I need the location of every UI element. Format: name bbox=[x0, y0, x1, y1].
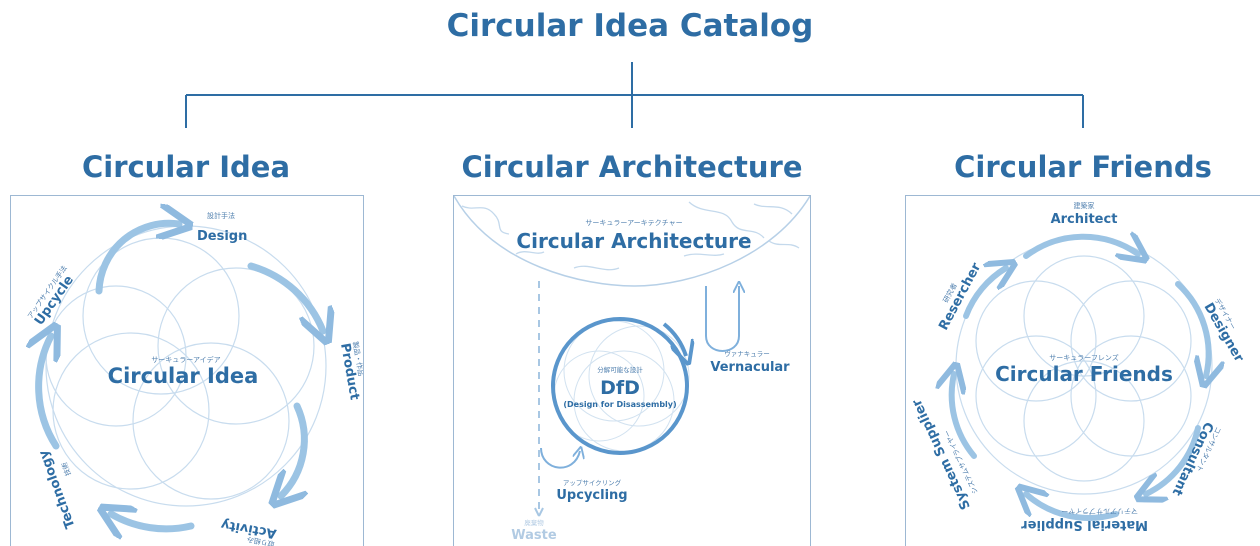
heading-circular-idea: Circular Idea bbox=[81, 150, 291, 184]
label-circular-architecture: Circular Architecture bbox=[516, 229, 751, 253]
node-design: Design bbox=[197, 229, 247, 244]
design-sub: 設計手法 bbox=[207, 211, 235, 220]
node-technology: Technology bbox=[36, 447, 78, 530]
panel-circular-architecture[interactable]: サーキュラーアーキテクチャー Circular Architecture 分解可… bbox=[453, 195, 811, 546]
label-waste: Waste bbox=[511, 528, 557, 543]
center-sub: サーキュラーフレンズ bbox=[1049, 353, 1118, 362]
label-dfd-paren: (Design for Disassembly) bbox=[563, 400, 676, 409]
node-system-supplier: System Supplier bbox=[909, 396, 974, 512]
node-material-supplier: Material Supplier bbox=[1021, 517, 1148, 532]
circular-friends-diagram: 建築家 Architect デザイナー Designer コンサルタント Con… bbox=[909, 201, 1246, 532]
node-architect: Architect bbox=[1051, 212, 1118, 227]
upcycling-sub: アップサイクリング bbox=[563, 478, 622, 487]
page-title: Circular Idea Catalog bbox=[446, 8, 814, 44]
circular-architecture-diagram: サーキュラーアーキテクチャー Circular Architecture 分解可… bbox=[454, 196, 810, 543]
architect-sub: 建築家 bbox=[1074, 201, 1095, 210]
dfd-sub: 分解可能な設計 bbox=[597, 365, 643, 374]
heading-circular-architecture: Circular Architecture bbox=[461, 150, 803, 184]
material-supplier-sub: マテリアルサプライヤー bbox=[1061, 507, 1138, 515]
node-activity: Activity bbox=[219, 516, 277, 541]
tree-connector bbox=[185, 62, 1084, 128]
circular-idea-diagram: 設計手法 Design 製品・作品 Product 取り組み Activity … bbox=[25, 196, 363, 546]
center-circular-friends: Circular Friends bbox=[995, 362, 1173, 386]
panel-circular-idea[interactable]: 設計手法 Design 製品・作品 Product 取り組み Activity … bbox=[10, 195, 364, 546]
label-upcycling: Upcycling bbox=[556, 488, 627, 503]
label-dfd: DfD bbox=[600, 377, 640, 399]
label-vernacular: Vernacular bbox=[710, 360, 790, 375]
vernacular-sub: ヴァナキュラー bbox=[724, 349, 770, 358]
panel-circular-friends[interactable]: 建築家 Architect デザイナー Designer コンサルタント Con… bbox=[905, 195, 1260, 546]
center-sub: サーキュラーアイデア bbox=[151, 355, 220, 364]
activity-sub: 取り組み bbox=[246, 535, 275, 546]
waste-sub: 廃棄物 bbox=[524, 518, 544, 527]
heading-circular-friends: Circular Friends bbox=[954, 150, 1212, 184]
technology-sub: 技術 bbox=[59, 461, 72, 477]
center-circular-idea: Circular Idea bbox=[108, 364, 259, 388]
top-sub: サーキュラーアーキテクチャー bbox=[585, 219, 682, 227]
